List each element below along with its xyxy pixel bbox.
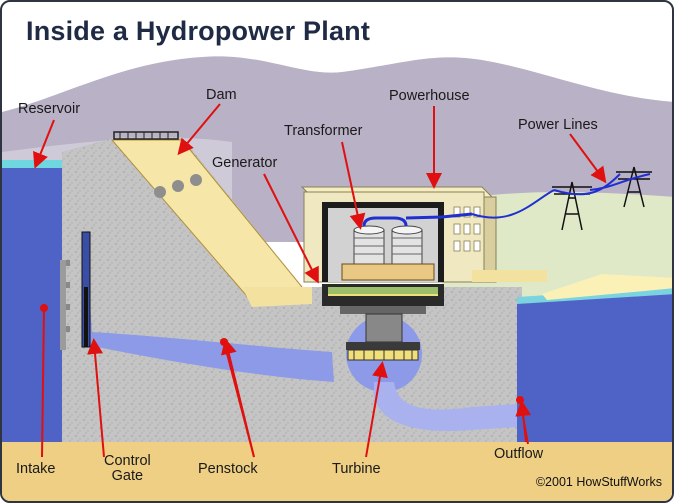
label-reservoir: Reservoir <box>18 101 81 117</box>
tailrace-water <box>517 292 672 442</box>
foreground-sand <box>2 442 672 501</box>
label-intake: Intake <box>16 461 56 477</box>
label-dam: Dam <box>206 87 237 103</box>
diagram-title: Inside a Hydropower Plant <box>26 16 371 46</box>
label-control-gate: Control Gate <box>104 453 151 485</box>
intake-gate-frame <box>60 260 66 350</box>
label-control-gate-line1: Control <box>104 453 151 469</box>
label-transformer: Transformer <box>284 123 363 139</box>
copyright-notice: ©2001 HowStuffWorks <box>535 475 662 489</box>
label-outflow: Outflow <box>494 446 544 462</box>
label-penstock: Penstock <box>198 461 258 477</box>
label-power-lines: Power Lines <box>518 117 598 133</box>
generator-unit <box>322 284 444 314</box>
label-control-gate-line2: Gate <box>111 468 144 485</box>
power-lines <box>471 173 651 219</box>
label-powerhouse: Powerhouse <box>389 88 470 104</box>
label-generator: Generator <box>212 155 278 171</box>
outflow-tube <box>374 382 517 432</box>
penstock <box>86 302 334 382</box>
label-turbine: Turbine <box>332 461 381 477</box>
